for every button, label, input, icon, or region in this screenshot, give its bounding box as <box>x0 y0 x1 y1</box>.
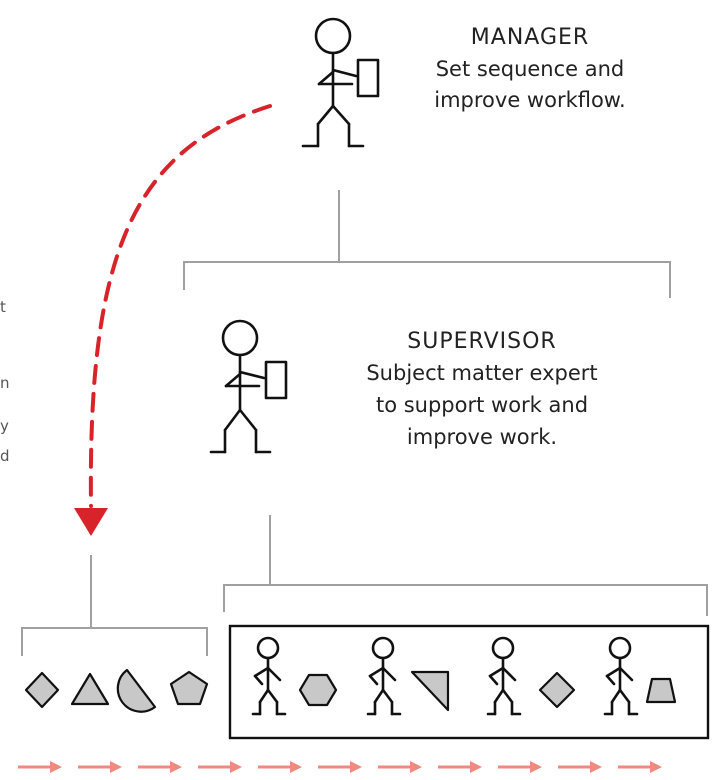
manager-description-line-2: improve workflow. <box>434 88 625 112</box>
manager-description-line-1: Set sequence and <box>436 57 625 81</box>
stick-figure-icon <box>366 636 402 716</box>
flow-arrow-icon <box>138 761 182 773</box>
flow-arrow-icon <box>498 761 542 773</box>
manager-to-work-dashed-arrow <box>88 104 272 508</box>
edge-text-fragment: y <box>0 417 9 435</box>
hexagon-icon <box>298 673 338 707</box>
flow-arrow-icon <box>438 761 482 773</box>
pentagon-icon <box>169 670 209 706</box>
edge-text-fragment: t <box>0 298 6 316</box>
team-bracket <box>223 584 708 616</box>
right-triangle-icon <box>410 670 450 712</box>
flow-arrow-icon <box>198 761 242 773</box>
flow-arrow-icon <box>378 761 422 773</box>
supervisor-description-line-3: improve work. <box>407 425 557 449</box>
supervisor-figure-icon <box>209 319 288 454</box>
supervisor-description-line-1: Subject matter expert <box>366 361 597 385</box>
diamond-icon <box>24 671 60 709</box>
triangle-icon <box>70 672 110 706</box>
stick-figure-icon <box>251 636 287 716</box>
red-arrowhead-icon <box>74 508 108 536</box>
diamond-icon <box>538 671 576 709</box>
team-box <box>228 624 710 740</box>
supervisor-description-line-2: to support work and <box>376 393 588 417</box>
flow-arrow-icon <box>318 761 362 773</box>
team-members <box>251 636 677 716</box>
stick-figure-icon <box>603 636 639 716</box>
flow-arrow-icon <box>618 761 662 773</box>
manager-bracket <box>183 261 671 298</box>
trapezoid-icon <box>645 677 677 704</box>
flow-arrow-icon <box>78 761 122 773</box>
stick-figure-icon <box>486 636 522 716</box>
manager-figure-icon <box>301 17 380 148</box>
half-circle-icon <box>116 668 157 713</box>
manager-title: MANAGER <box>471 25 589 50</box>
supervisor-title: SUPERVISOR <box>407 329 556 354</box>
flow-arrow-icon <box>18 761 62 773</box>
flow-arrow-icon <box>258 761 302 773</box>
flow-arrows <box>18 761 662 773</box>
work-items-bracket <box>21 627 208 656</box>
edge-text-fragment: d <box>0 447 10 465</box>
edge-text-fragment: n <box>0 374 10 392</box>
flow-arrow-icon <box>558 761 602 773</box>
